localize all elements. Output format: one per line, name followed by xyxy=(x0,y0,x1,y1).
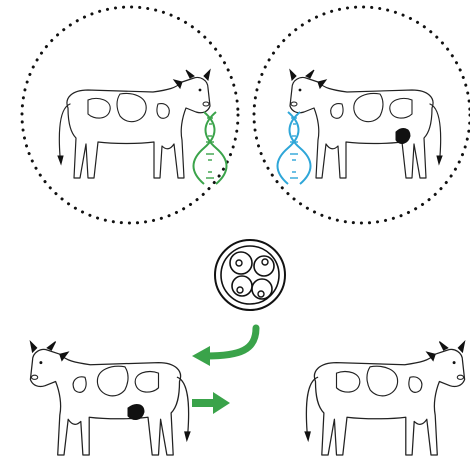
curved-arrow-icon xyxy=(192,328,256,366)
udder xyxy=(128,405,144,420)
straight-arrow-icon xyxy=(192,392,230,414)
cow-left-icon xyxy=(58,70,210,178)
cow-bottom-right-icon xyxy=(305,342,465,455)
cow-bottom-left-icon xyxy=(30,342,190,455)
cow-right-icon xyxy=(290,70,442,178)
embryo-cells-icon xyxy=(215,240,285,310)
dna-helix-icon xyxy=(194,112,227,184)
dna-helix-icon xyxy=(278,112,311,184)
udder xyxy=(396,129,410,144)
